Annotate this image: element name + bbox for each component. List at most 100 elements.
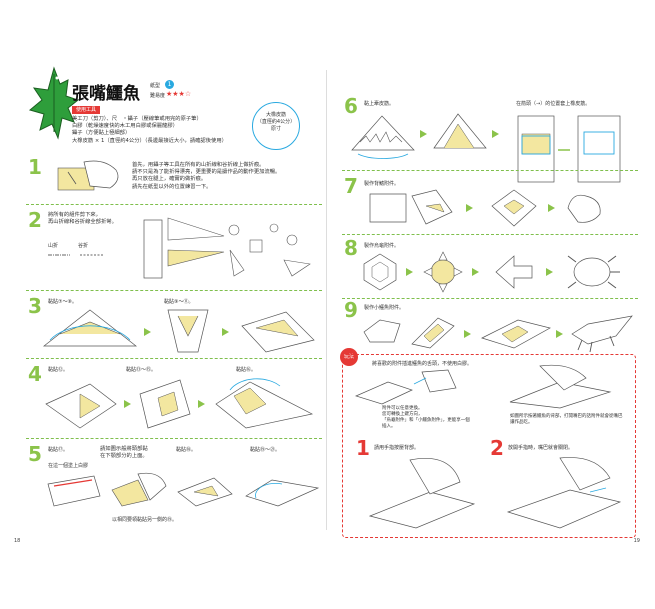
next-arrow-icon (556, 330, 563, 338)
step-9-baby-croc-illustration (411, 317, 455, 349)
step-7-number: 7 (344, 174, 358, 198)
paper-number-badge: 1 (165, 80, 174, 89)
next-arrow-icon (144, 328, 151, 336)
step-1-line: 請先在紙型以外的位置練習一下。 (132, 183, 212, 190)
playing-intro: 將喜歡的附件插進鱷魚的舌頭，不使用白膠。 (372, 361, 473, 367)
step-7-fold-illustration (491, 189, 537, 227)
step-5-result-illustration (245, 479, 320, 507)
step-5-number: 5 (28, 442, 42, 466)
rubberband-circle: 大橡皮筋 （直徑約4公分） 原寸 (252, 102, 300, 150)
step-7-label: 製作背鰭附件。 (364, 181, 400, 187)
step-4-number: 4 (28, 362, 42, 386)
next-arrow-icon (546, 268, 553, 276)
next-arrow-icon (198, 400, 205, 408)
play-step-1-number: 1 (356, 436, 370, 460)
note-line: 如圖所示按著鱷魚的背部，打開嘴巴的話附件就會從嘴巴 (510, 414, 623, 419)
tools-header: 使用工具 (72, 106, 101, 114)
note-line: 附件可以任意更換。 (382, 406, 423, 411)
tool-item: 鑷子（方便黏上極細部） (72, 130, 131, 137)
next-arrow-icon (472, 268, 479, 276)
step-3-jaw-illustration (42, 309, 138, 347)
note-line: 您可轉換上鍵方向， (382, 412, 423, 417)
step-3-head-illustration (167, 309, 209, 353)
step-1-line: 請不只是為了能折得漂亮，更重要的是讓作品的動作更加流暢。 (132, 169, 281, 176)
step-2-parts-illustration (143, 217, 311, 279)
step-8-result-illustration (567, 255, 620, 289)
step-4-result-illustration (215, 378, 314, 429)
divider (26, 290, 322, 291)
step-8-shell-illustration (363, 253, 397, 291)
step-5-a-label: 黏貼⑰。 (48, 447, 69, 453)
step-4-right-label: 黏貼⑯。 (236, 367, 257, 373)
playing-insert-illustration (354, 369, 457, 405)
tool-item: 美工刀（剪刀）、尺 ・鑷子（壓線筆或用完的原子筆） (72, 116, 202, 122)
play-step-2-illustration (506, 457, 622, 529)
divider (26, 358, 322, 359)
play-step-2-number: 2 (490, 436, 504, 460)
right-page: 6 黏上牽皮筋。 在箭頭（→）的位置套上橡皮筋。 7 製作背鰭附件。 8 製作烏… (330, 62, 640, 544)
play-step-1-text: 請用手指按壓背部。 (374, 445, 420, 451)
step-1-text: 首先，用鑷子等工具在所有的山折線和谷折線上做折痕。 請不只是為了能折得漂亮，更重… (132, 162, 322, 191)
step-7-result-illustration (567, 194, 601, 223)
next-arrow-icon (420, 130, 427, 138)
step-2-line: 再山折線和谷折線全部折彎。 (48, 219, 117, 225)
step-8-label: 製作烏龜附件。 (364, 243, 400, 249)
step-5-f-label: 以相同要領黏貼另一側的⑲。 (112, 517, 178, 523)
difficulty-stars: ★★★☆ (166, 90, 192, 98)
step-5-b-label: 請如圖示般將頭部黏在下顎部分的上面。 (100, 446, 148, 460)
step-8-turtle-illustration (423, 251, 463, 293)
step-6-band-illustration (517, 115, 621, 183)
step-2-number: 2 (28, 208, 42, 232)
tool-item: 白膠（乾燥速度快的木工用白膠或保麗龍膠） (72, 123, 178, 130)
playing-box (342, 354, 636, 538)
step-1-number: 1 (28, 155, 42, 179)
step-5-c-label: 黏貼⑱。 (176, 447, 197, 453)
step-5-e-label: 在這一個塗上白膠 (48, 463, 89, 469)
next-arrow-icon (124, 400, 131, 408)
fold-lines-icon (48, 254, 104, 256)
page-number-right: 19 (633, 538, 640, 544)
divider (342, 234, 638, 235)
step-9-fold-illustration (481, 319, 551, 349)
step-2-line: 將所有的組件剪下來， (48, 212, 101, 218)
page-title: 張嘴鱷魚 (72, 84, 140, 104)
next-arrow-icon (464, 330, 471, 338)
next-arrow-icon (222, 328, 229, 336)
divider (342, 298, 638, 299)
step-9-number: 9 (344, 298, 358, 322)
step-5-hand-illustration (111, 472, 167, 507)
valley-fold-label: 谷折 (78, 243, 89, 249)
step-3-right-label: 黏貼⑨～⑪。 (164, 299, 194, 305)
step-8-number: 8 (344, 236, 358, 260)
next-arrow-icon (406, 268, 413, 276)
step-5-d-label: 黏貼⑲～㉑。 (250, 447, 281, 453)
step-4-mid-label: 黏貼⑬～⑮。 (126, 367, 157, 373)
step-6-left-label: 黏上牽皮筋。 (364, 101, 395, 107)
divider (342, 170, 638, 171)
step-3-left-label: 黏貼⑦～⑧。 (48, 299, 77, 305)
step-8-fold-illustration (495, 255, 533, 289)
step-9-label: 製作小鱷魚附件。 (364, 305, 405, 311)
step-6-right-label: 在箭頭（→）的位置套上橡皮筋。 (516, 101, 591, 107)
step-4-body-illustration (45, 383, 117, 429)
next-arrow-icon (492, 130, 499, 138)
tool-item: 大橡皮筋 × 1（直徑約4公分）（長邊最接近大小，請確認後使用） (72, 137, 227, 144)
step-4-mid-illustration (139, 379, 191, 429)
step-6-number: 6 (344, 94, 358, 118)
next-arrow-icon (466, 204, 473, 212)
play-step-2-text: 放開手指時，嘴巴就會關閉。 (508, 445, 574, 451)
playing-badge: 玩法 (340, 348, 358, 366)
mountain-fold-label: 山折 (48, 243, 59, 249)
step-6-teeth-illustration (351, 115, 415, 159)
step-3-number: 3 (28, 294, 42, 318)
step-6-jaw-illustration (433, 113, 487, 149)
gutter (326, 70, 327, 530)
step-5-head-illustration (177, 477, 233, 507)
step-7-fin-illustration (369, 189, 453, 225)
step-3-result-illustration (241, 311, 315, 353)
step-9-result-illustration (571, 315, 633, 353)
rubberband-label-2: （直徑約4公分） (256, 119, 296, 126)
divider (26, 438, 322, 439)
left-page: 張嘴鱷魚 紙型 1 難易度 ★★★☆ 使用工具 美工刀（剪刀）、尺 ・鑷子（壓線… (14, 62, 324, 544)
step-1-hand-illustration (57, 160, 119, 191)
